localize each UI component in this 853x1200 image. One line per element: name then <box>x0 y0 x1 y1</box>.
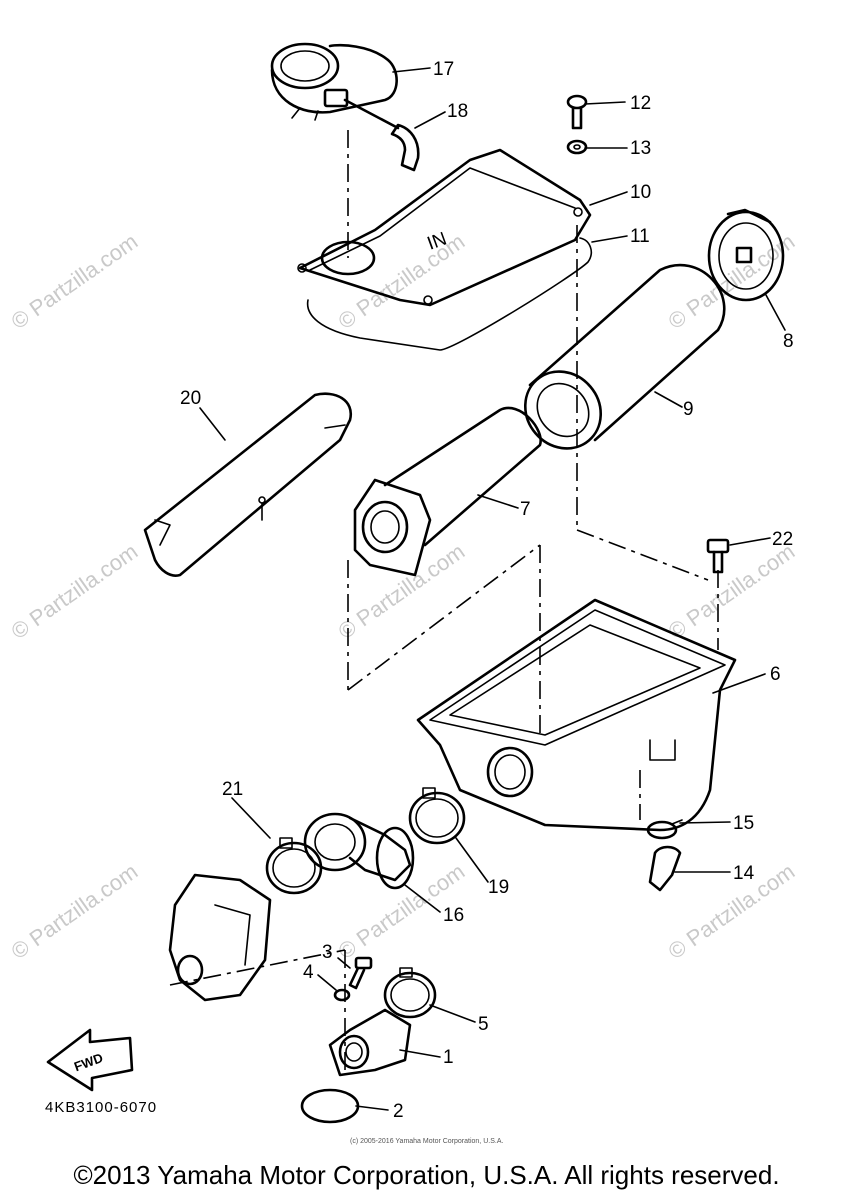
fwd-label: FWD <box>72 1050 105 1074</box>
callout-14: 14 <box>733 863 755 884</box>
part-22-bolt <box>706 538 730 574</box>
part-11-cover-seal <box>306 237 592 351</box>
callout-12: 12 <box>630 93 651 114</box>
callout-18: 18 <box>447 101 468 122</box>
callout-16: 16 <box>443 905 464 926</box>
watermark: © Partzilla.com <box>334 539 470 645</box>
callout-15: 15 <box>733 813 754 834</box>
assembly-guide-lines <box>169 130 719 1070</box>
forward-direction-arrow: FWD <box>46 1028 134 1092</box>
callout-4: 4 <box>303 962 314 983</box>
part-5-hose-clamp <box>383 967 437 1019</box>
part-3-bolt <box>348 956 373 990</box>
callout-9: 9 <box>683 399 694 420</box>
part-21-hose-clamp <box>265 837 323 895</box>
watermark: © Partzilla.com <box>334 229 470 335</box>
callout-22: 22 <box>772 529 793 550</box>
callout-7: 7 <box>520 499 531 520</box>
callout-10: 10 <box>630 182 651 203</box>
callout-2: 2 <box>393 1101 404 1122</box>
watermark: © Partzilla.com <box>664 859 800 965</box>
callout-21: 21 <box>222 779 243 800</box>
part-13-washer <box>566 139 588 155</box>
part-19-hose-clamp <box>408 787 466 845</box>
part-20-panel <box>143 392 353 577</box>
callout-19: 19 <box>488 877 509 898</box>
callout-17: 17 <box>433 59 454 80</box>
callout-11: 11 <box>630 226 650 247</box>
callout-1: 1 <box>443 1047 454 1068</box>
part-14-drain-cap <box>648 845 682 892</box>
copyright-notice: ©2013 Yamaha Motor Corporation, U.S.A. A… <box>73 1160 780 1190</box>
part-10-case-cover: IN <box>297 148 592 307</box>
callout-6: 6 <box>770 664 781 685</box>
part-16-intake-joint <box>303 812 415 890</box>
watermark: © Partzilla.com <box>7 859 143 965</box>
part-15-clamp <box>646 819 683 840</box>
callout-5: 5 <box>478 1014 489 1035</box>
part-7-filter-guide <box>353 406 542 577</box>
callout-13: 13 <box>630 138 651 159</box>
small-copyright-notice: (c) 2005-2016 Yamaha Motor Corporation, … <box>350 1138 503 1145</box>
carburetor-body <box>168 873 272 1002</box>
part-6-filter-case <box>416 598 737 832</box>
callout-labels: 17 18 12 13 10 11 8 9 7 20 22 6 15 14 19… <box>180 59 794 1122</box>
callout-8: 8 <box>783 331 794 352</box>
callout-20: 20 <box>180 388 201 409</box>
part-4-washer <box>333 988 351 1002</box>
leader-lines <box>199 67 786 1111</box>
part-17-intake-duct <box>270 42 398 121</box>
watermark: © Partzilla.com <box>7 539 143 645</box>
part-1-carburetor-joint <box>328 1008 412 1077</box>
diagram-part-code: 4KB3100-6070 <box>45 1099 157 1116</box>
part-12-screw <box>566 94 588 130</box>
part-8-end-cap <box>707 208 785 302</box>
watermark: © Partzilla.com <box>664 539 800 645</box>
part-9-filter-element <box>523 263 726 450</box>
watermark: © Partzilla.com <box>7 229 143 335</box>
part-2-o-ring <box>300 1088 360 1124</box>
callout-3: 3 <box>322 942 333 963</box>
part-18-breather-hose <box>343 98 420 172</box>
